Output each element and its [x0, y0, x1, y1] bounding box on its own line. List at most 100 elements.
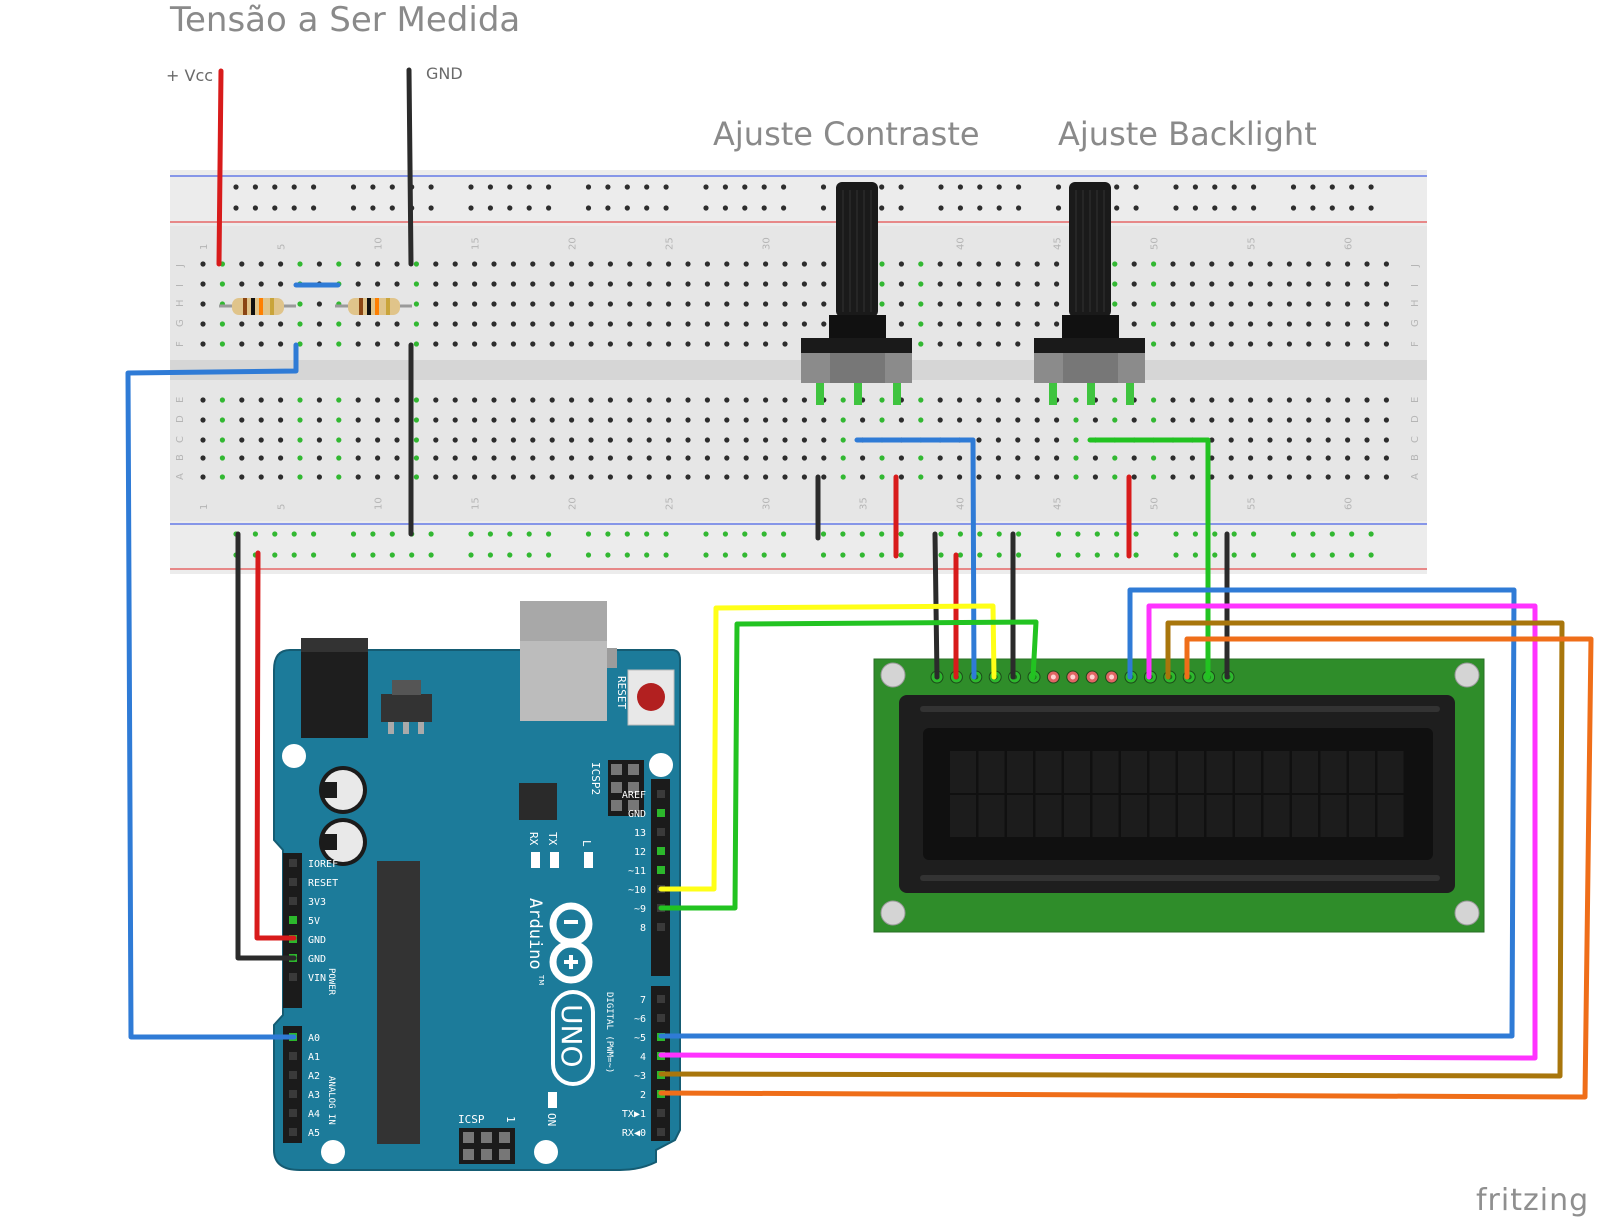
arduino-brand-text: Arduino [525, 898, 545, 970]
breadboard-hole [472, 281, 478, 287]
rail-hole [898, 184, 904, 190]
breadboard-hole [995, 397, 1002, 403]
breadboard-hole [918, 341, 924, 347]
header-pin[interactable] [289, 897, 297, 905]
wire-d6-pin3[interactable] [658, 620, 1565, 1079]
wire-rs-pin12[interactable] [658, 603, 997, 892]
breadboard-hole [666, 261, 672, 267]
rail-hole [1016, 205, 1022, 211]
header-pin[interactable] [657, 1109, 665, 1117]
breadboard-hole [607, 261, 614, 267]
wire-gnd-rail[interactable] [235, 531, 297, 961]
breadboard-hole [918, 261, 924, 267]
header-pin[interactable] [289, 1128, 297, 1136]
header-pin[interactable] [657, 866, 665, 874]
reset-button-cap[interactable] [637, 683, 665, 711]
lcd-character-cell [1206, 795, 1233, 837]
wire-d5-pin4[interactable] [658, 603, 1538, 1061]
breadboard-hole [957, 341, 963, 347]
breadboard-hole [1189, 397, 1195, 403]
wire-e-pin11[interactable] [658, 619, 1039, 911]
breadboard-hole [316, 437, 322, 443]
digital-label: DIGITAL (PWM=~) [604, 992, 614, 1073]
wire-vcc[interactable] [216, 68, 224, 267]
breadboard-hole [336, 261, 342, 267]
breadboard-hole [627, 281, 633, 287]
breadboard-hole [355, 321, 361, 327]
uno-badge [551, 990, 595, 1086]
wire-d7-pin2[interactable] [658, 636, 1594, 1100]
rail-hole [1310, 205, 1316, 211]
breadboard-hole [704, 437, 711, 443]
rail-hole [507, 531, 513, 537]
breadboard-hole [1189, 321, 1195, 327]
breadboard-hole [316, 455, 322, 461]
breadboard-hole [375, 437, 381, 443]
lcd-character-cell [1349, 751, 1375, 793]
header-pin[interactable] [657, 809, 665, 817]
header-pin[interactable] [289, 1052, 297, 1060]
wire-a0-measure[interactable] [125, 342, 299, 1040]
wire-d4-pin5[interactable] [658, 587, 1517, 1039]
breadboard-hole [569, 417, 575, 423]
rail-hole [311, 531, 317, 537]
wire-pot1-wiper[interactable] [854, 437, 977, 680]
breadboard-hole [1228, 301, 1234, 307]
potentiometer-backlight[interactable] [1034, 182, 1145, 405]
capacitor-2-mark [323, 834, 337, 850]
header-pin[interactable] [289, 878, 297, 886]
breadboard-hole [452, 301, 458, 307]
rail-hole [487, 184, 493, 190]
breadboard-hole [1209, 341, 1215, 347]
breadboard-column-number: 55 [1247, 237, 1258, 250]
wire-pot2-wiper[interactable] [1087, 437, 1211, 680]
header-pin[interactable] [289, 973, 297, 981]
header-pin[interactable] [289, 1071, 297, 1079]
header-pin[interactable] [657, 1128, 665, 1136]
rail-hole [761, 552, 767, 558]
rail-hole [996, 184, 1002, 190]
breadboard-hole [607, 455, 614, 461]
breadboard-hole [937, 417, 943, 423]
breadboard-hole [995, 455, 1002, 461]
breadboard-hole [1131, 474, 1137, 480]
rail-hole [898, 531, 904, 537]
potentiometer-contrast[interactable] [801, 182, 912, 405]
breadboard-hole [316, 397, 322, 403]
wire-5v-rail[interactable] [254, 550, 297, 941]
breadboard-hole [1248, 397, 1254, 403]
breadboard-hole [316, 474, 322, 480]
breadboard-hole [1209, 397, 1215, 403]
resistor-2[interactable] [335, 298, 412, 315]
rail-hole [311, 205, 317, 211]
breadboard-hole [976, 261, 982, 267]
header-pin[interactable] [657, 1014, 665, 1022]
breadboard-hole [995, 261, 1002, 267]
header-pin[interactable] [657, 828, 665, 836]
wire-gnd-input[interactable] [406, 67, 414, 267]
breadboard-hole [840, 417, 846, 423]
header-pin[interactable] [657, 923, 665, 931]
rail-hole [272, 552, 278, 558]
rail-hole [370, 184, 376, 190]
breadboard-hole [1325, 341, 1331, 347]
breadboard-hole [1383, 417, 1389, 423]
header-pin[interactable] [657, 995, 665, 1003]
breadboard-hole [297, 474, 303, 480]
header-pin[interactable] [289, 1090, 297, 1098]
breadboard-hole [995, 301, 1002, 307]
lcd-bezel-groove-bottom [920, 875, 1440, 881]
rail-hole [233, 205, 239, 211]
rail-hole [1016, 184, 1022, 190]
header-pin[interactable] [289, 916, 297, 924]
resistor-1[interactable] [219, 298, 296, 315]
rail-hole [820, 205, 827, 211]
header-pin[interactable] [657, 847, 665, 855]
header-pin[interactable] [657, 790, 665, 798]
header-pin[interactable] [289, 1109, 297, 1117]
breadboard-hole [685, 397, 691, 403]
rail-hole [1055, 531, 1062, 537]
breadboard-column-number: 1 [199, 244, 210, 250]
header-pin[interactable] [289, 859, 297, 867]
breadboard-hole [918, 397, 924, 403]
